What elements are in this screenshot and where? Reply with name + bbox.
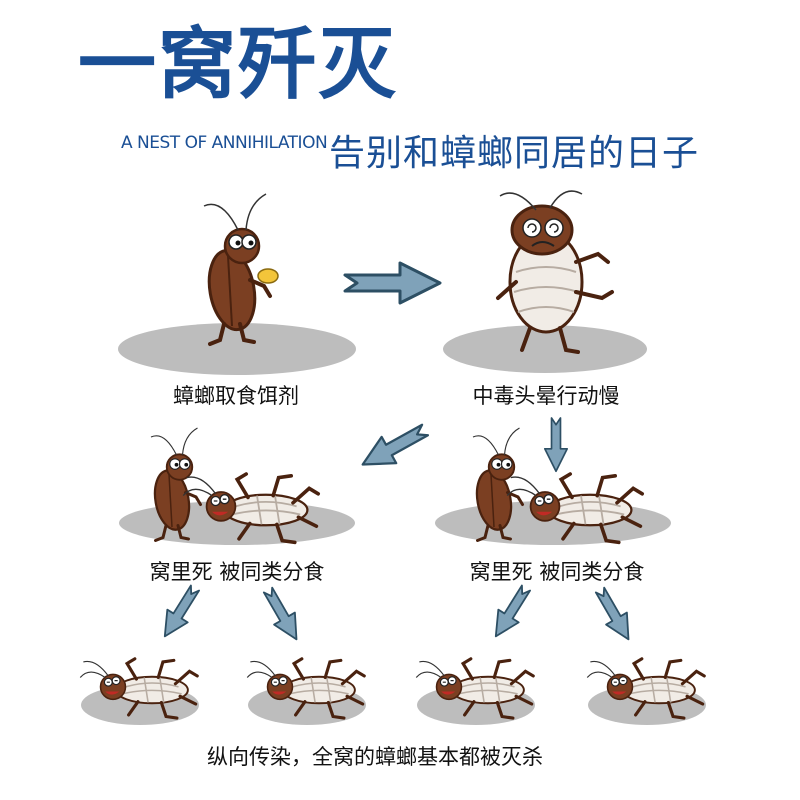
arrow-right-to-bottom-3 xyxy=(484,580,538,644)
caption-die-left: 窝里死 被同类分食 xyxy=(149,560,325,584)
english-subtitle: A NEST OF ANNIHILATION xyxy=(121,133,328,153)
roach-dizzy-illustration xyxy=(496,190,614,354)
caption-conclusion: 纵向传染，全窝的蟑螂基本都被灭杀 xyxy=(207,745,543,769)
caption-poisoned: 中毒头晕行动慢 xyxy=(472,384,620,408)
arrow-left-to-bottom-2 xyxy=(256,583,308,647)
arrow-poisoned-to-die-left xyxy=(354,415,434,479)
arrow-poisoned-to-die-right xyxy=(543,417,569,473)
caption-die-right: 窝里死 被同类分食 xyxy=(469,560,645,584)
shadow-eat xyxy=(118,323,356,375)
arrow-left-to-bottom-1 xyxy=(153,580,207,644)
arrow-right-to-bottom-4 xyxy=(588,583,640,647)
main-title: 一窝歼灭 xyxy=(78,20,399,110)
roach-eating-illustration xyxy=(201,192,279,346)
shadow-poisoned xyxy=(443,325,647,373)
caption-eat: 蟑螂取食饵剂 xyxy=(173,384,299,408)
arrow-eat-to-poisoned xyxy=(343,261,442,305)
chinese-subtitle: 告别和蟑螂同居的日子 xyxy=(329,133,700,174)
